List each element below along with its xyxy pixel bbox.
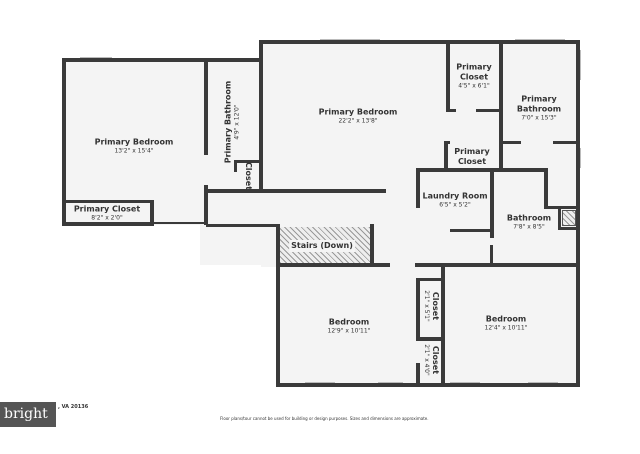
room-name: Bathroom — [506, 213, 552, 223]
room-dims: 22'2" x 13'8" — [338, 117, 378, 125]
wall — [416, 337, 444, 341]
wall — [499, 42, 503, 170]
room-dims: 4'9" x 12'0" — [233, 104, 241, 140]
wall — [259, 40, 263, 192]
wall — [259, 40, 580, 44]
wall — [416, 168, 420, 208]
wall — [276, 224, 280, 387]
wall — [553, 141, 578, 144]
room-dims: 2'1" x 5'1" — [422, 290, 430, 322]
wall — [415, 263, 578, 267]
bright-mls-logo: bright MLS — [0, 402, 56, 445]
wall — [576, 40, 580, 387]
wall — [441, 263, 445, 385]
wall — [278, 263, 390, 267]
room-dims: 12'4" x 10'11" — [484, 324, 528, 332]
wall — [234, 160, 261, 163]
room-dims: 2'1" x 4'0" — [422, 344, 430, 376]
room-dims: 4'5" x 6'1" — [458, 82, 490, 90]
wall — [62, 58, 66, 226]
wall — [370, 224, 374, 266]
room-name: Primary Closet — [456, 62, 492, 82]
room-name: Bedroom — [485, 314, 527, 324]
wall — [62, 58, 262, 62]
room-name: Closet — [244, 161, 253, 191]
wall — [450, 229, 492, 232]
floor-bedrooms — [278, 264, 578, 385]
room-dims: 7'8" x 8'5" — [513, 223, 545, 231]
disclaimer: Floor plans/tour cannot be used for buil… — [220, 416, 429, 421]
room-name: Primary Closet — [454, 147, 490, 166]
room-name: Primary Closet — [73, 204, 141, 214]
wall — [444, 141, 448, 171]
room-name: Stairs (Down) — [291, 241, 353, 250]
wall — [499, 141, 521, 144]
room-name: Closet — [430, 291, 440, 321]
wall — [544, 206, 578, 209]
room-label: Primary Closet — [452, 147, 492, 167]
wall — [490, 245, 493, 265]
wall — [544, 168, 548, 208]
room-name: Primary Bathroom — [516, 94, 562, 114]
room-dims: 8'2" x 2'0" — [91, 214, 123, 222]
room-dims: 12'9" x 10'11" — [327, 327, 371, 335]
wall — [490, 168, 494, 238]
wall — [416, 168, 548, 172]
logo-text: bright — [4, 406, 48, 422]
wall — [416, 278, 444, 281]
room-name: Laundry Room — [422, 191, 488, 201]
wall — [62, 222, 154, 226]
room-name: Closet — [430, 345, 440, 375]
room-name: Primary Bedroom — [94, 137, 174, 147]
wall — [204, 60, 208, 155]
wall — [446, 42, 450, 112]
shower-fixture — [562, 210, 576, 226]
wall — [476, 109, 502, 112]
room-dims: 6'5" x 5'2" — [439, 201, 471, 209]
room-dims: 7'0" x 15'3" — [521, 114, 557, 122]
wall — [206, 189, 386, 193]
room-name: Primary Bathroom — [223, 80, 233, 164]
room-label: Stairs (Down) — [289, 240, 355, 252]
wall — [416, 363, 420, 385]
wall — [234, 160, 237, 172]
wall — [206, 224, 280, 227]
wall — [150, 200, 154, 226]
room-name: Primary Bedroom — [318, 107, 398, 117]
room-dims: 13'2" x 15'4" — [114, 147, 154, 155]
address: , VA 20136 — [58, 404, 89, 410]
wall — [446, 109, 456, 112]
wall — [276, 383, 580, 387]
wall — [558, 206, 561, 230]
wall — [154, 222, 206, 224]
wall — [416, 278, 420, 338]
wall — [558, 227, 578, 230]
room-label: Closet — [243, 162, 253, 190]
wall — [66, 200, 154, 203]
wall — [444, 141, 450, 144]
wall — [204, 185, 208, 225]
room-name: Bedroom — [328, 317, 370, 327]
logo-suffix: MLS — [4, 438, 17, 445]
